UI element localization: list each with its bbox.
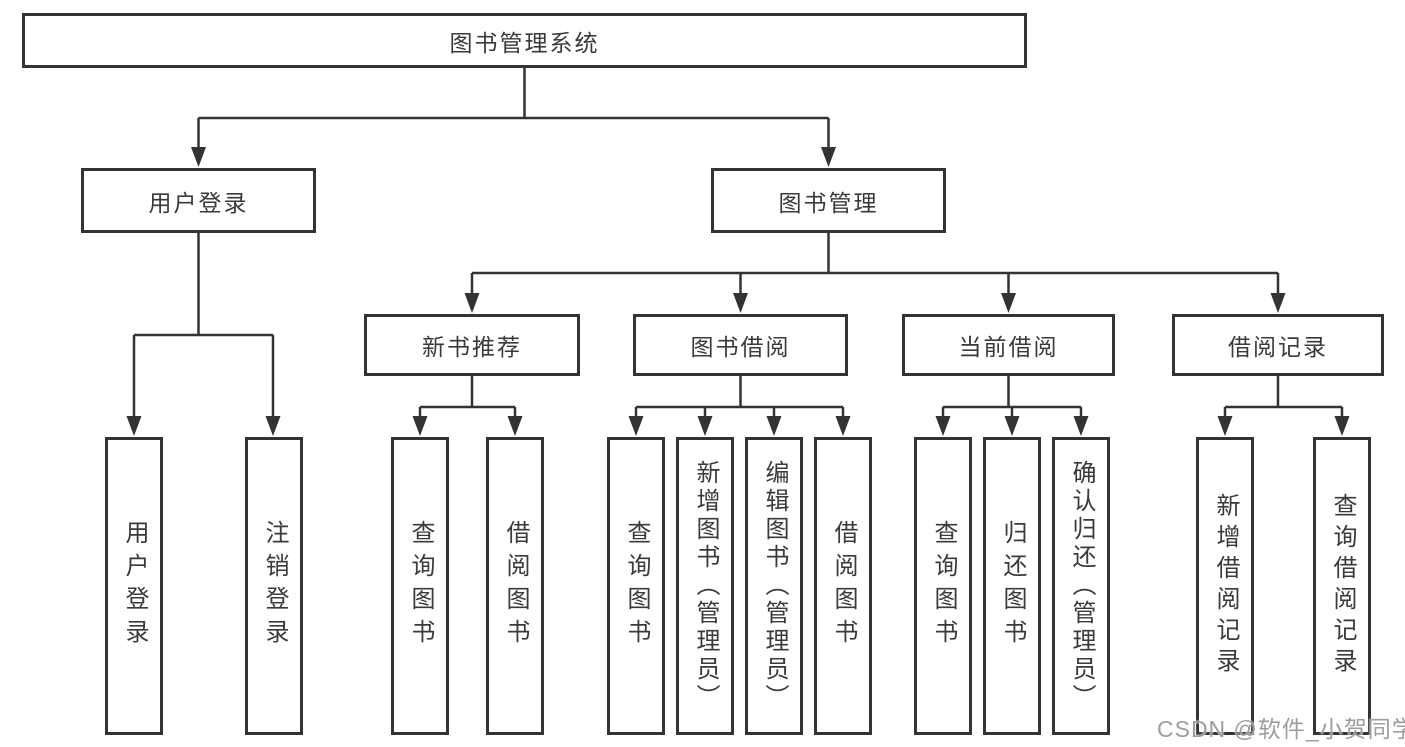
leaf-add-books-admin: 新增图书（管理员） — [676, 437, 734, 735]
node-label: 借阅图书 — [502, 520, 529, 652]
node-label: 查询借阅记录 — [1329, 493, 1356, 679]
arrow-down-icon — [191, 147, 206, 167]
leaf-return-books: 归还图书 — [983, 437, 1041, 735]
arrowhead-icons — [126, 147, 1350, 436]
arrow-down-icon — [265, 416, 281, 436]
node-label: 借阅记录 — [1228, 334, 1328, 360]
arrow-down-icon — [1217, 416, 1233, 436]
leaf-add-borrow-record: 新增借阅记录 — [1196, 437, 1254, 735]
node-label: 新增借阅记录 — [1212, 493, 1239, 679]
arrow-down-icon — [412, 416, 428, 436]
arrow-down-icon — [1001, 293, 1016, 313]
node-label: 归还图书 — [999, 520, 1026, 652]
node-borrowing-record: 借阅记录 — [1172, 314, 1384, 376]
node-label: 新增图书（管理员） — [692, 460, 719, 712]
leaf-borrow-books-recommend: 借阅图书 — [486, 437, 544, 735]
leaf-query-books-current: 查询图书 — [914, 437, 972, 735]
node-label: 图书借阅 — [690, 334, 791, 360]
node-label: 查询图书 — [407, 520, 434, 652]
csdn-watermark: CSDN @软件_小贺同学 — [1157, 716, 1405, 742]
arrow-down-icon — [1004, 416, 1020, 436]
arrow-down-icon — [507, 416, 523, 436]
node-label: 编辑图书（管理员） — [761, 460, 788, 712]
leaf-user-login: 用户登录 — [105, 437, 163, 735]
node-label: 用户登录 — [148, 189, 249, 216]
arrow-down-icon — [821, 147, 836, 167]
node-label: 图书管理系统 — [449, 29, 600, 56]
leaf-edit-books-admin: 编辑图书（管理员） — [745, 437, 803, 735]
node-book-management: 图书管理 — [711, 168, 946, 233]
node-label: 用户登录 — [121, 520, 148, 652]
arrow-down-icon — [766, 416, 782, 436]
node-current-borrowing: 当前借阅 — [902, 314, 1115, 376]
node-label: 查询图书 — [930, 520, 957, 652]
node-label: 注销登录 — [261, 520, 288, 652]
arrow-down-icon — [126, 416, 142, 436]
leaf-query-books-recommend: 查询图书 — [391, 437, 449, 735]
arrow-down-icon — [1334, 416, 1350, 436]
arrow-down-icon — [628, 416, 644, 436]
arrow-down-icon — [935, 416, 951, 436]
arrow-down-icon — [1270, 293, 1286, 313]
leaf-confirm-return-admin: 确认归还（管理员） — [1052, 437, 1110, 735]
node-label: 图书管理 — [778, 189, 879, 216]
node-label: 当前借阅 — [958, 334, 1059, 360]
arrow-down-icon — [733, 293, 748, 313]
leaf-borrow-books-borrowing: 借阅图书 — [814, 437, 872, 735]
leaf-query-borrow-record: 查询借阅记录 — [1313, 437, 1371, 735]
node-label: 查询图书 — [623, 520, 650, 652]
node-library-management-system: 图书管理系统 — [22, 13, 1027, 68]
node-user-login: 用户登录 — [81, 168, 316, 233]
node-book-borrowing: 图书借阅 — [633, 314, 848, 376]
node-label: 新书推荐 — [422, 334, 522, 360]
node-label: 借阅图书 — [830, 520, 857, 652]
arrow-down-icon — [1073, 416, 1089, 436]
arrow-down-icon — [697, 416, 713, 436]
leaf-query-books-borrowing: 查询图书 — [607, 437, 665, 735]
node-new-book-recommendation: 新书推荐 — [364, 314, 580, 376]
node-label: 确认归还（管理员） — [1068, 460, 1095, 712]
arrow-down-icon — [835, 416, 851, 436]
arrow-down-icon — [464, 293, 480, 313]
leaf-logout: 注销登录 — [245, 437, 303, 735]
